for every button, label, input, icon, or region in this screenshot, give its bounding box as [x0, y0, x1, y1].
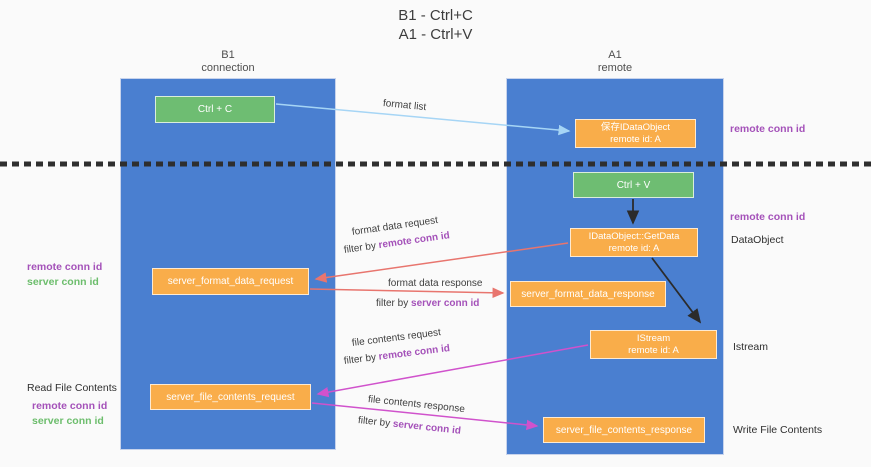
remote-conn-id-left2-label: remote conn id	[32, 400, 108, 412]
read-file-contents-label: Read File Contents	[27, 382, 117, 394]
getdata-line1: IDataObject::GetData	[588, 230, 680, 242]
filter-by-text: filter by	[376, 298, 412, 309]
ctrl-c-label: Ctrl + C	[197, 104, 233, 115]
remote-conn-id-top-label: remote conn id	[730, 123, 806, 135]
server-file-contents-request-node: server_file_contents_request	[150, 384, 311, 410]
format-list-label: format list	[382, 98, 427, 114]
filter-by-text: filter by	[343, 351, 380, 367]
format-data-response-arrow	[309, 287, 505, 299]
ctrl-v-keybox: Ctrl + V	[573, 172, 694, 198]
server-file-contents-request-label: server_file_contents_request	[166, 391, 295, 403]
remote-conn-id-left1-label: remote conn id	[27, 261, 103, 273]
server-file-contents-response-label: server_file_contents_response	[555, 424, 693, 436]
istream-side-label: Istream	[733, 341, 769, 353]
write-file-contents-label: Write File Contents	[733, 424, 823, 436]
title-line-2: A1 - Ctrl+V	[398, 26, 473, 43]
server-file-contents-response-node: server_file_contents_response	[543, 417, 705, 443]
title-line-1: B1 - Ctrl+C	[398, 7, 473, 24]
getdata-line2: remote id: A	[608, 242, 660, 254]
server-format-data-response-label: server_format_data_response	[521, 288, 655, 300]
file-contents-response-label: file contents response	[367, 394, 466, 416]
filter-key-server-conn-id: server conn id	[392, 418, 462, 437]
ctrl-v-label: Ctrl + V	[616, 179, 651, 191]
column-a1-name: A1	[608, 49, 622, 61]
server-format-data-request-label: server_format_data_request	[167, 276, 294, 287]
filter-key-remote-conn-id: remote conn id	[377, 230, 451, 252]
server-conn-id-left1-label: server conn id	[27, 276, 99, 288]
filter-by-text: filter by	[357, 415, 394, 430]
istream-node: IStream remote id: A	[590, 330, 717, 359]
column-header-a1: A1 remote	[506, 49, 724, 75]
diagram-title: B1 - Ctrl+C A1 - Ctrl+V	[0, 6, 871, 44]
column-header-b1: B1 connection	[120, 49, 336, 75]
format-data-response-filter-label: filter by server conn id	[376, 298, 479, 309]
istream-line2: remote id: A	[628, 344, 679, 356]
dataobject-label: DataObject	[731, 234, 784, 246]
server-conn-id-left2-label: server conn id	[32, 415, 104, 427]
column-b1-role: connection	[201, 62, 255, 74]
filter-by-text: filter by	[343, 240, 380, 256]
ctrl-c-keybox: Ctrl + C	[155, 96, 275, 123]
getdata-node: IDataObject::GetData remote id: A	[570, 228, 698, 257]
file-contents-response-filter-label: filter by server conn id	[357, 415, 461, 437]
column-b1-name: B1	[221, 49, 235, 61]
server-format-data-request-node: server_format_data_request	[152, 268, 309, 295]
column-a1-role: remote	[597, 62, 633, 74]
save-dataobject-node: 保存IDataObject remote id: A	[575, 119, 696, 148]
remote-conn-id-mid-label: remote conn id	[730, 211, 806, 223]
save-dataobject-line1: 保存IDataObject	[600, 121, 671, 133]
server-format-data-response-node: server_format_data_response	[510, 281, 666, 307]
filter-key-server-conn-id: server conn id	[411, 298, 480, 309]
istream-line1: IStream	[636, 332, 671, 344]
save-dataobject-line2: remote id: A	[610, 133, 661, 145]
filter-key-remote-conn-id: remote conn id	[378, 343, 451, 363]
format-data-response-label: format data response	[388, 278, 483, 289]
